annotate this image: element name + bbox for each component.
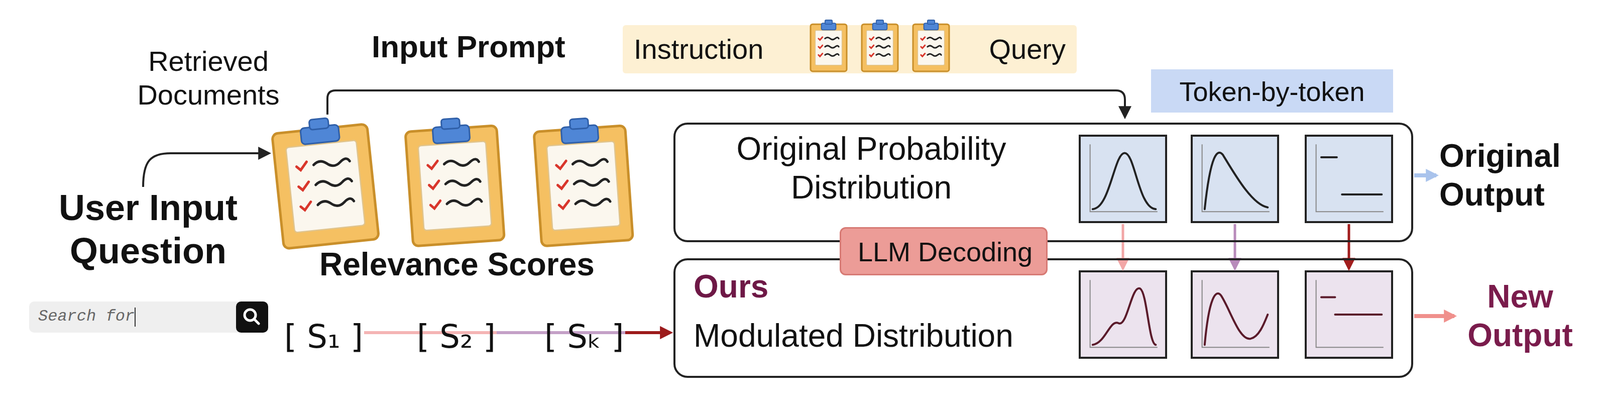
- document-clipboard: [533, 115, 634, 247]
- node-text: Modulated Distribution: [693, 316, 1014, 356]
- text-cursor: [134, 307, 136, 327]
- document-clipboard: [404, 115, 505, 247]
- retrieval-arrow: [143, 153, 269, 187]
- node-text: [ S₁ ]: [284, 317, 364, 357]
- connector-arrow: [625, 330, 671, 334]
- probability-plot: [1191, 135, 1279, 222]
- probability-plot: [1305, 135, 1393, 222]
- node-text: Ours: [693, 267, 769, 306]
- node-text: LLM Decoding: [857, 235, 1033, 269]
- connector-arrow: [364, 330, 671, 334]
- node-text: Token-by-token: [1179, 75, 1365, 108]
- modulated-plot: [1191, 271, 1279, 358]
- node-text: [ Sₖ ]: [544, 317, 625, 357]
- search-button: [236, 301, 269, 333]
- document-clipboard: [810, 20, 847, 72]
- node-text: Input Prompt: [371, 28, 566, 66]
- score-bracket: [ S₂ ]: [416, 317, 496, 357]
- modulation-arrow: [1233, 223, 1237, 269]
- document-clipboard: [912, 20, 950, 72]
- node-text: Instruction: [633, 32, 764, 66]
- connector-arrow: [1414, 173, 1437, 178]
- prompt-band: Input PromptInstructionQuery: [622, 25, 1077, 74]
- output-label: New Output: [1457, 277, 1583, 355]
- node-text: Search for: [38, 306, 135, 326]
- node-text: Original Output: [1439, 136, 1590, 214]
- modulated-plot: [1079, 271, 1167, 358]
- free-label: User Input Question: [30, 185, 267, 273]
- free-label: Retrieved Documents: [120, 44, 297, 112]
- node-text: New Output: [1457, 277, 1583, 355]
- distribution-box: Original Probability Distribution: [673, 122, 1414, 243]
- document-clipboard: [861, 20, 898, 72]
- probability-plot: [1079, 135, 1167, 222]
- connector-arrow: [1414, 313, 1455, 318]
- modulation-arrow: [1121, 223, 1125, 269]
- node-text: Original Probability Distribution: [690, 129, 1053, 207]
- decoding-pill: LLM Decoding: [839, 226, 1048, 276]
- token-band: Token-by-token: [1151, 69, 1394, 113]
- output-label: Original Output: [1439, 136, 1590, 214]
- modulated-plot: [1305, 271, 1393, 358]
- modulated-box: OursModulated Distribution: [673, 258, 1414, 378]
- modulation-arrow: [1347, 223, 1351, 269]
- search-box: Search for: [29, 301, 269, 333]
- node-text: Query: [989, 32, 1067, 66]
- prompt-arrow: [327, 90, 1125, 117]
- node-text: [ S₂ ]: [416, 317, 496, 357]
- free-label: Relevance Scores: [291, 245, 623, 284]
- score-bracket: [ Sₖ ]: [544, 317, 625, 357]
- score-bracket: [ S₁ ]: [284, 317, 364, 357]
- mini-documents: [803, 18, 965, 79]
- document-clipboard: [270, 113, 379, 249]
